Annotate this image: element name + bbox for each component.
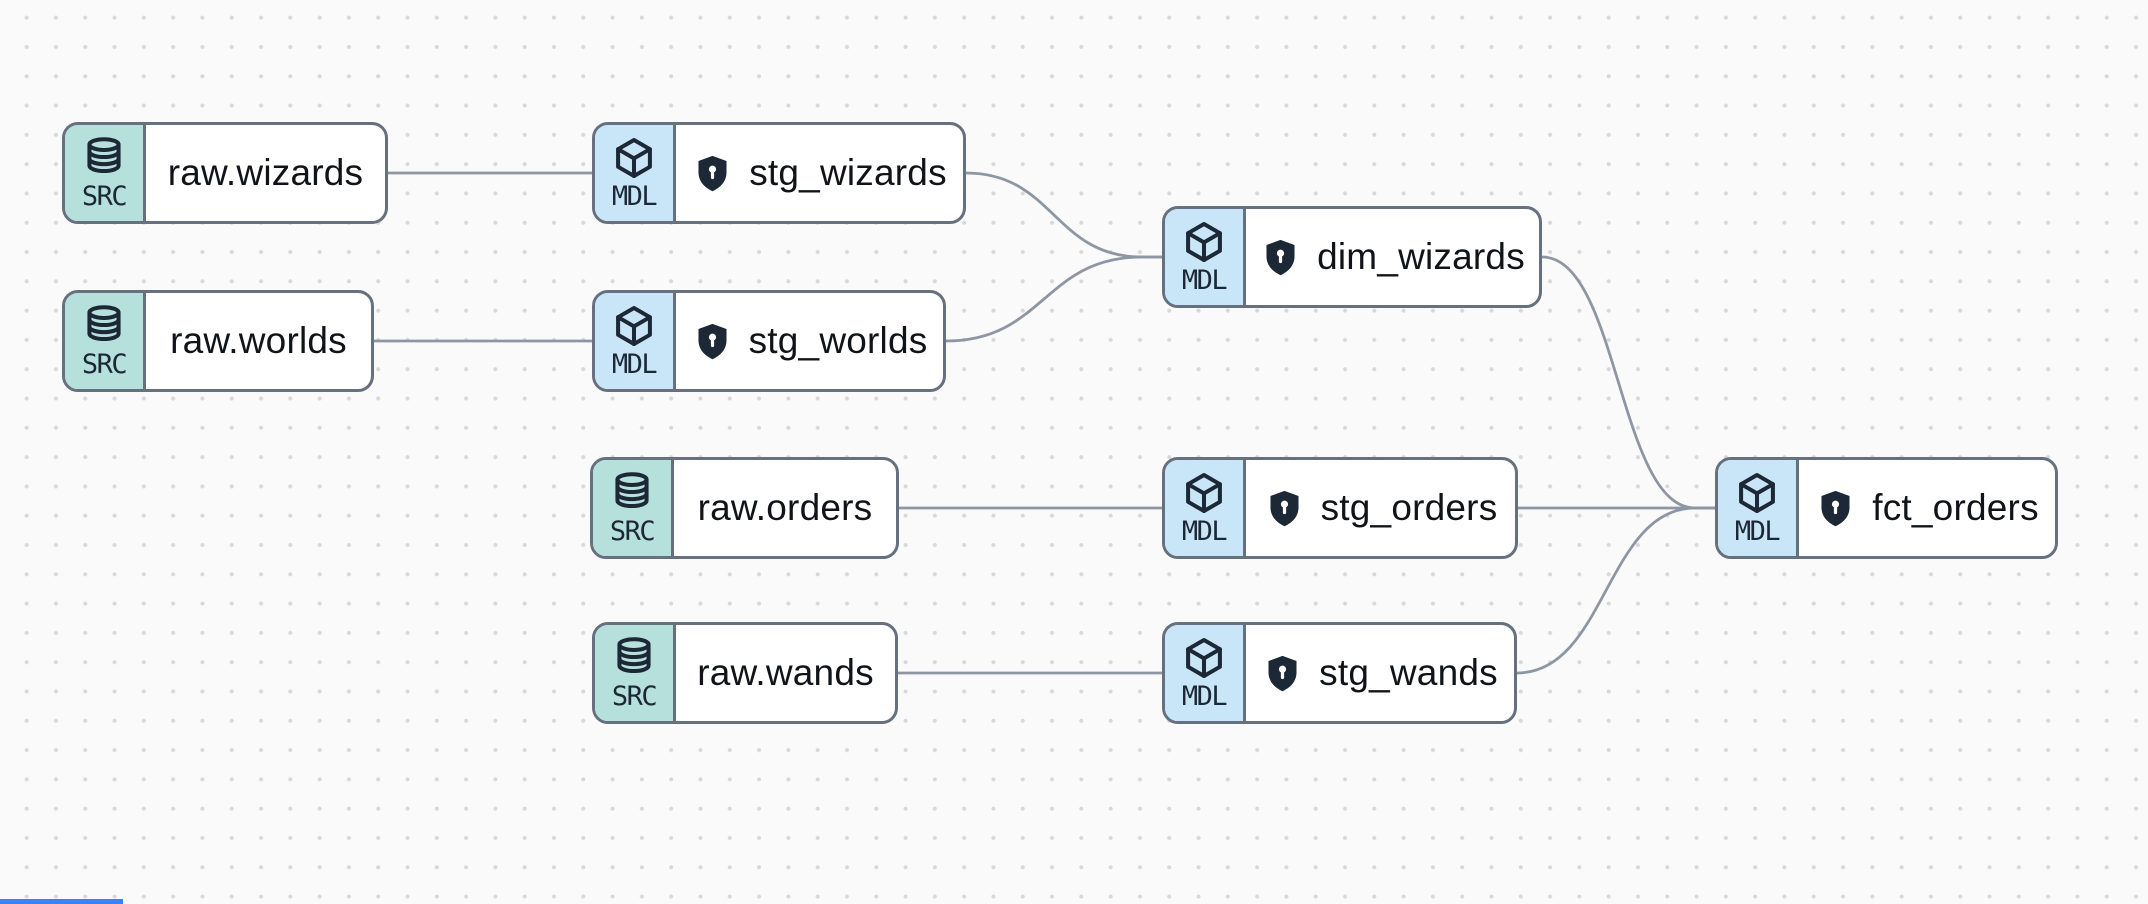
node-raw.wizards[interactable]: SRC raw.wizards xyxy=(62,122,388,224)
node-type-label: MDL xyxy=(1181,265,1228,297)
edge-stg_wizards-to-dim_wizards xyxy=(964,171,1164,259)
node-name-label: stg_worlds xyxy=(748,320,928,361)
node-name-label: raw.worlds xyxy=(170,320,347,361)
node-type-badge: MDL xyxy=(595,293,676,389)
node-type-badge: MDL xyxy=(1165,209,1246,305)
node-type-label: SRC xyxy=(81,349,128,381)
node-fct_orders[interactable]: MDL fct_orders xyxy=(1715,457,2058,559)
cube-icon xyxy=(611,135,657,181)
node-body: fct_orders xyxy=(1799,460,2055,556)
node-type-label: SRC xyxy=(609,516,656,548)
node-body: dim_wizards xyxy=(1246,209,1539,305)
node-type-badge: MDL xyxy=(1165,625,1246,721)
node-name-label: stg_orders xyxy=(1320,487,1498,528)
edge-dim_wizards-to-fct_orders xyxy=(1540,255,1717,510)
bottom-edge-indicator xyxy=(0,899,123,904)
node-type-badge: SRC xyxy=(595,625,676,721)
edge-stg_worlds-to-dim_wizards xyxy=(944,255,1164,343)
node-type-label: SRC xyxy=(611,681,658,713)
node-stg_wands[interactable]: MDL stg_wands xyxy=(1162,622,1517,724)
shield-icon xyxy=(1815,488,1856,529)
node-type-badge: SRC xyxy=(65,125,146,221)
node-type-label: SRC xyxy=(81,181,128,213)
node-type-label: MDL xyxy=(1181,516,1228,548)
node-body: stg_wizards xyxy=(676,125,963,221)
cube-icon xyxy=(1181,635,1227,681)
shield-icon xyxy=(692,153,733,194)
node-name-label: raw.wands xyxy=(697,652,874,693)
cube-icon xyxy=(1181,470,1227,516)
edge-stg_wands-to-fct_orders xyxy=(1515,506,1717,675)
database-icon xyxy=(611,635,657,681)
shield-icon xyxy=(1264,488,1305,529)
node-type-badge: SRC xyxy=(65,293,146,389)
node-raw.orders[interactable]: SRC raw.orders xyxy=(590,457,899,559)
node-stg_wizards[interactable]: MDL stg_wizards xyxy=(592,122,966,224)
node-body: raw.orders xyxy=(674,460,896,556)
node-raw.wands[interactable]: SRC raw.wands xyxy=(592,622,898,724)
node-raw.worlds[interactable]: SRC raw.worlds xyxy=(62,290,374,392)
node-body: raw.wands xyxy=(676,625,895,721)
node-body: raw.worlds xyxy=(146,293,371,389)
cube-icon xyxy=(1734,470,1780,516)
node-stg_worlds[interactable]: MDL stg_worlds xyxy=(592,290,946,392)
node-dim_wizards[interactable]: MDL dim_wizards xyxy=(1162,206,1542,308)
node-stg_orders[interactable]: MDL stg_orders xyxy=(1162,457,1518,559)
node-name-label: fct_orders xyxy=(1872,487,2039,528)
shield-icon xyxy=(1260,237,1301,278)
node-type-label: MDL xyxy=(611,349,658,381)
node-type-label: MDL xyxy=(611,181,658,213)
database-icon xyxy=(81,303,127,349)
shield-icon xyxy=(692,321,733,362)
database-icon xyxy=(609,470,655,516)
node-body: stg_orders xyxy=(1246,460,1515,556)
node-body: stg_wands xyxy=(1246,625,1514,721)
node-type-label: MDL xyxy=(1734,516,1781,548)
node-name-label: raw.wizards xyxy=(167,152,364,193)
node-type-badge: MDL xyxy=(595,125,676,221)
node-body: stg_worlds xyxy=(676,293,943,389)
node-type-badge: MDL xyxy=(1165,460,1246,556)
database-icon xyxy=(81,135,127,181)
cube-icon xyxy=(1181,219,1227,265)
cube-icon xyxy=(611,303,657,349)
node-type-badge: SRC xyxy=(593,460,674,556)
node-name-label: dim_wizards xyxy=(1317,236,1525,277)
node-name-label: stg_wizards xyxy=(749,152,947,193)
shield-icon xyxy=(1262,653,1303,694)
node-type-badge: MDL xyxy=(1718,460,1799,556)
node-name-label: raw.orders xyxy=(697,487,873,528)
node-type-label: MDL xyxy=(1181,681,1228,713)
node-name-label: stg_wands xyxy=(1319,652,1498,693)
node-body: raw.wizards xyxy=(146,125,385,221)
